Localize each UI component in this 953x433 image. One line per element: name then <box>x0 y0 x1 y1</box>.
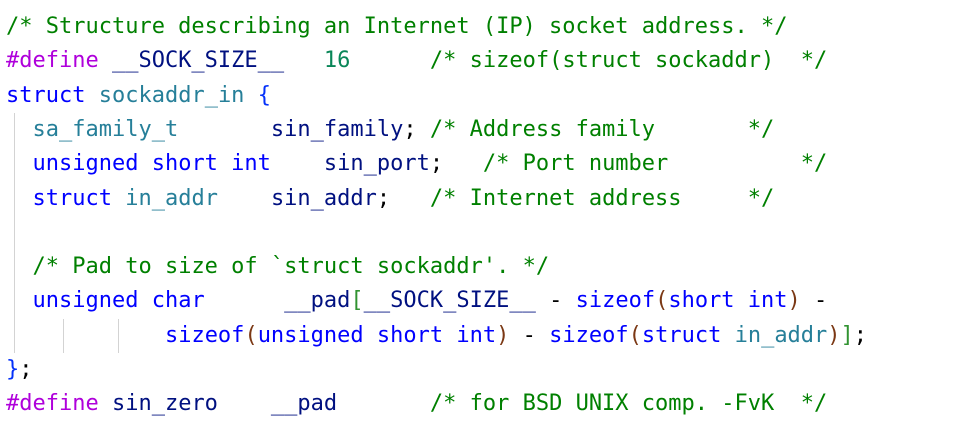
code-token-number: 16 <box>323 48 351 74</box>
code-line[interactable]: unsigned char __pad[__SOCK_SIZE__ - size… <box>6 284 828 318</box>
code-token-plain: ; <box>403 116 430 142</box>
code-token-comment: /* Internet address */ <box>429 185 775 211</box>
code-token-comment: /* sizeof(struct sockaddr) */ <box>429 48 828 74</box>
code-line[interactable]: sizeof(unsigned short int) - sizeof(stru… <box>6 319 867 353</box>
code-token-ident: __SOCK_SIZE__ <box>98 48 285 74</box>
code-token-plain <box>218 391 271 416</box>
code-token-bracket3: ) <box>827 322 841 348</box>
code-token-ident: __pad <box>270 391 338 417</box>
code-token-bracket3: ) <box>496 322 510 348</box>
code-token-plain <box>337 391 430 416</box>
indent-guide <box>63 318 64 353</box>
code-token-keyword: sizeof <box>549 322 629 348</box>
code-token-comment: /* Address family */ <box>429 116 775 142</box>
code-token-keyword: sizeof <box>164 322 245 348</box>
code-token-ident: __SOCK_SIZE__ <box>363 288 536 314</box>
code-line[interactable]: sa_family_t sin_family; /* Address famil… <box>6 113 775 147</box>
code-line[interactable]: struct in_addr sin_addr; /* Internet add… <box>6 182 775 216</box>
code-token-bracket2: ] <box>840 322 854 348</box>
code-line[interactable]: unsigned short int sin_port; /* Port num… <box>6 147 828 181</box>
code-token-type: sa_family_t <box>32 116 179 142</box>
code-token-comment: /* Port number */ <box>482 151 828 177</box>
code-token-plain <box>218 186 271 211</box>
code-token-bracket3: ( <box>655 288 669 314</box>
code-token-keyword: unsigned short int <box>32 151 271 177</box>
code-token-comment: /* Structure describing an Internet (IP)… <box>6 14 788 39</box>
code-token-keyword: unsigned char <box>32 288 205 314</box>
code-token-bracket3: ( <box>244 322 258 348</box>
code-line[interactable]: #define __SOCK_SIZE__ 16 /* sizeof(struc… <box>6 44 827 78</box>
code-token-ident: sin_family <box>270 116 404 142</box>
code-token-type: in_addr <box>734 322 828 348</box>
code-line[interactable]: struct sockaddr_in { <box>6 79 271 113</box>
code-token-plain <box>6 186 33 211</box>
code-token-plain <box>112 186 125 211</box>
code-token-plain: ; <box>853 322 868 348</box>
code-token-ident: __pad <box>284 288 351 314</box>
indent-guide <box>118 318 119 353</box>
code-token-bracket1: } <box>6 357 20 382</box>
code-token-pre: #define <box>6 48 99 74</box>
code-token-plain <box>6 117 33 142</box>
code-token-plain: ; <box>19 357 33 382</box>
code-token-plain <box>6 151 33 176</box>
code-token-plain <box>178 117 271 142</box>
code-token-keyword: short int <box>668 288 788 314</box>
code-token-plain: ; <box>429 151 483 177</box>
code-token-plain: - <box>509 322 550 348</box>
code-token-comment: /* for BSD UNIX comp. -FvK */ <box>429 391 828 417</box>
code-token-ident: sin_zero <box>111 391 218 417</box>
code-line[interactable]: /* Pad to size of `struct sockaddr'. */ <box>6 250 550 284</box>
code-token-plain <box>99 391 112 416</box>
code-token-bracket2: [ <box>350 288 364 314</box>
code-token-plain: ; <box>376 185 430 211</box>
code-token-type: in_addr <box>125 185 218 211</box>
code-token-keyword: struct <box>32 185 112 211</box>
code-token-plain <box>271 151 324 176</box>
code-token-plain: - <box>535 288 576 314</box>
code-token-bracket1: { <box>257 82 271 108</box>
code-token-keyword: sizeof <box>575 288 656 314</box>
code-token-plain <box>6 323 165 348</box>
code-token-bracket3: ( <box>628 322 642 348</box>
code-token-plain <box>284 48 324 73</box>
code-token-plain <box>350 48 429 73</box>
code-token-plain <box>244 83 257 108</box>
code-token-comment: /* Pad to size of `struct sockaddr'. */ <box>32 254 550 280</box>
code-token-plain <box>721 323 734 348</box>
code-token-ident: sin_addr <box>270 185 377 211</box>
indent-guide <box>14 112 15 353</box>
code-token-plain <box>6 254 33 279</box>
code-token-plain: - <box>800 288 828 314</box>
code-line[interactable]: }; <box>6 353 33 387</box>
code-token-plain <box>6 288 33 313</box>
code-token-pre: #define <box>6 391 99 417</box>
code-token-type: sockaddr_in <box>98 82 245 108</box>
code-token-plain <box>205 288 284 313</box>
code-token-bracket3: ) <box>787 288 801 314</box>
code-token-keyword: struct <box>6 82 86 108</box>
code-token-ident: sin_port <box>323 151 430 177</box>
code-token-keyword: struct <box>641 322 722 348</box>
code-line[interactable]: #define sin_zero __pad /* for BSD UNIX c… <box>6 387 827 421</box>
code-token-plain <box>85 83 98 108</box>
code-line[interactable]: /* Structure describing an Internet (IP)… <box>6 10 787 44</box>
code-token-keyword: unsigned short int <box>257 322 497 348</box>
